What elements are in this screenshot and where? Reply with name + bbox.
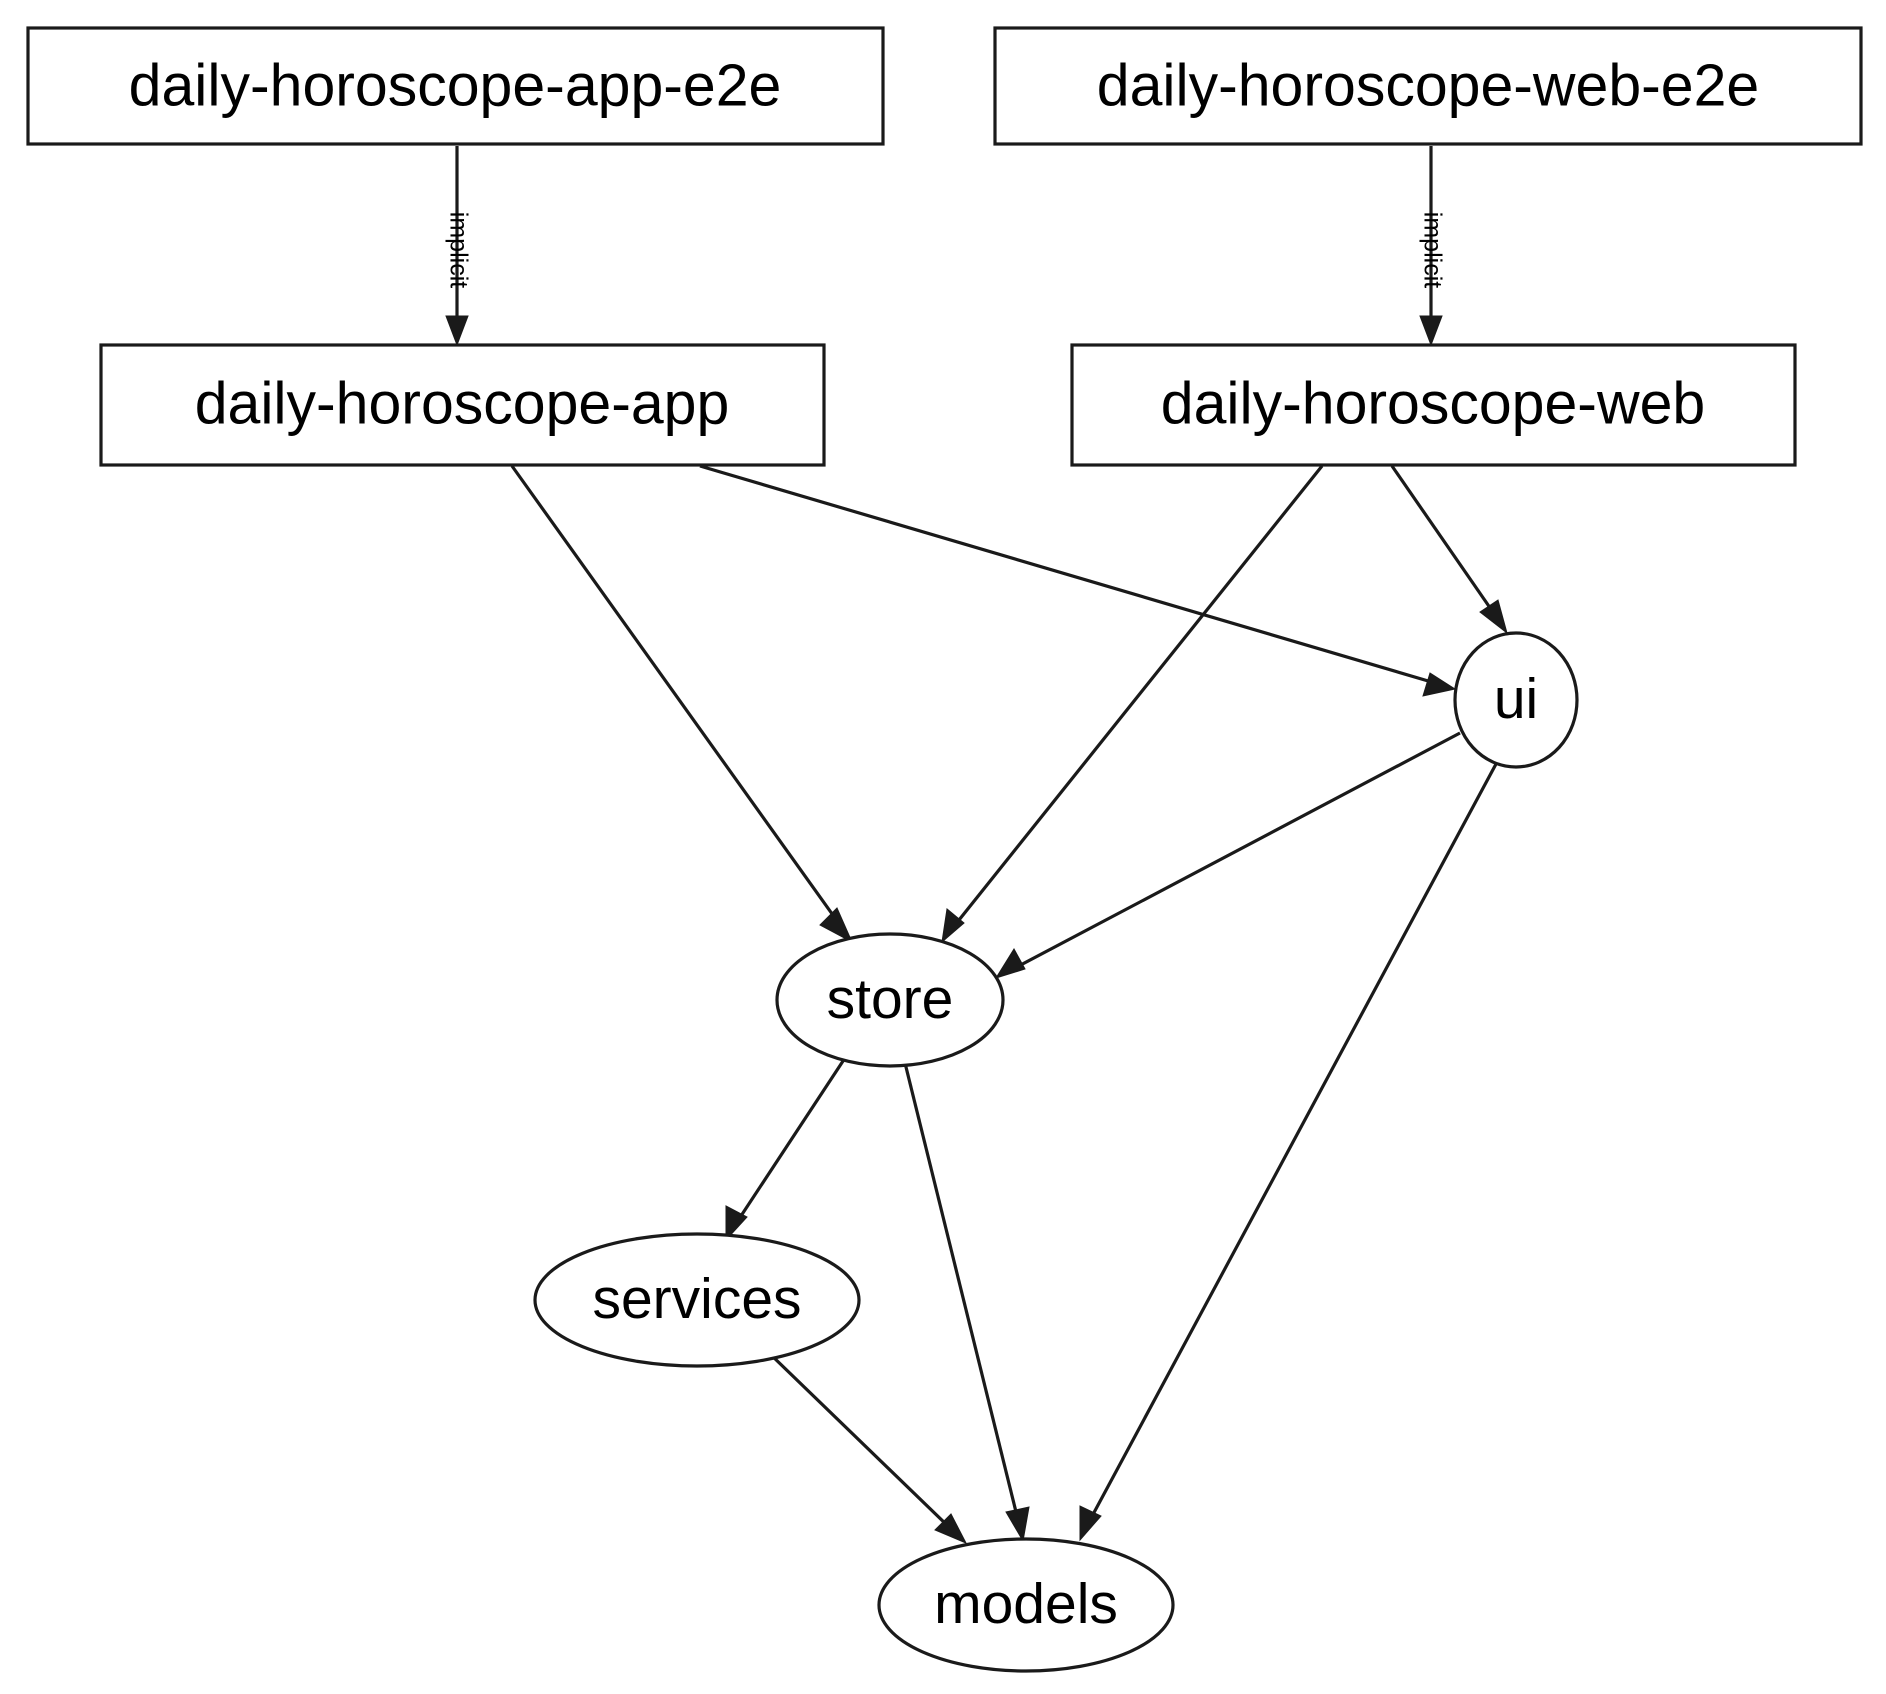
arrowhead-icon [941,908,965,944]
edge-ui-to-models[interactable] [1079,763,1498,1542]
edges-group: implicit implicit [444,146,1508,1544]
node-daily-horoscope-web-e2e[interactable]: daily-horoscope-web-e2e [993,26,1863,146]
edge-web-to-store[interactable] [941,465,1324,944]
edge-web-e2e-to-web[interactable]: implicit [1418,146,1446,347]
node-shape-ellipse [533,1232,861,1368]
arrowhead-icon [1005,1506,1030,1543]
edge-line [953,465,1324,926]
edge-line [903,1062,1020,1521]
arrowhead-icon [1079,1505,1102,1542]
edge-line [510,465,842,926]
arrowhead-icon [1419,315,1443,347]
arrowhead-icon [1479,599,1508,635]
arrowhead-icon [1422,672,1457,697]
edge-app-e2e-to-app[interactable]: implicit [444,146,472,347]
edge-label-implicit-web: implicit [1418,212,1446,288]
node-label: models [934,1572,1118,1636]
node-ui[interactable]: ui [1453,631,1579,769]
node-label: services [592,1267,801,1331]
edge-line [1088,763,1498,1521]
node-label: daily-horoscope-app-e2e [129,53,782,119]
node-shape-ellipse [1453,631,1579,769]
edge-line [1014,731,1461,970]
node-models[interactable]: models [877,1537,1175,1673]
edge-app-to-store[interactable] [510,465,854,944]
nodes-group: daily-horoscope-app-e2e daily-horoscope-… [26,26,1863,1673]
node-shape-rect [1070,343,1797,467]
node-shape-ellipse [877,1537,1175,1673]
edge-line [699,464,1436,685]
node-shape-ellipse [775,932,1005,1068]
edge-label-implicit-app: implicit [444,212,472,288]
edge-app-to-ui[interactable] [699,464,1457,697]
arrowhead-icon [445,315,469,347]
node-store[interactable]: store [775,932,1005,1068]
edge-line [766,1350,952,1530]
arrowhead-icon [725,1205,748,1242]
arrowhead-icon [934,1513,968,1544]
node-label: daily-horoscope-web [1161,371,1705,437]
node-daily-horoscope-web[interactable]: daily-horoscope-web [1070,343,1797,467]
node-label: ui [1494,667,1538,731]
arrowhead-icon [819,907,854,944]
node-label: store [827,967,954,1031]
edge-web-to-ui[interactable] [1390,465,1508,635]
node-daily-horoscope-app[interactable]: daily-horoscope-app [99,343,826,467]
node-shape-rect [99,343,826,467]
node-daily-horoscope-app-e2e[interactable]: daily-horoscope-app-e2e [26,26,885,146]
edge-store-to-services[interactable] [725,1057,847,1242]
edge-ui-to-store[interactable] [994,731,1461,979]
edge-services-to-models[interactable] [766,1350,968,1544]
node-services[interactable]: services [533,1232,861,1368]
edge-line [1390,465,1497,616]
node-label: daily-horoscope-app [195,371,730,437]
node-label: daily-horoscope-web-e2e [1097,53,1759,119]
node-shape-rect [26,26,885,146]
arrowhead-icon [994,948,1026,979]
node-shape-rect [993,26,1863,146]
edge-line [735,1057,847,1223]
edge-store-to-models[interactable] [903,1062,1030,1543]
